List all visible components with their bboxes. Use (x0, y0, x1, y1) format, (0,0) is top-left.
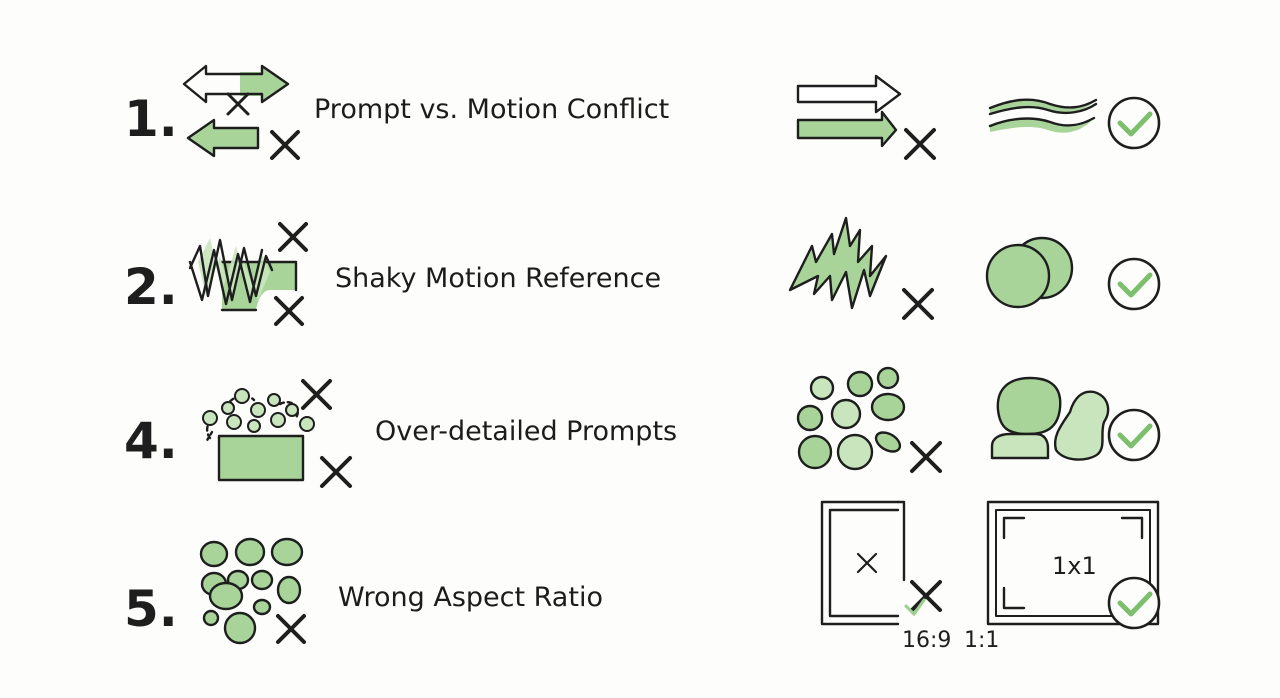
row-2-check-icon (1107, 257, 1161, 311)
row-4-simple-shapes-icon (990, 376, 1110, 461)
row-1-small-x-icon (226, 92, 250, 116)
row-2-number: 2. (124, 258, 178, 316)
row-5-wrong-frame-icon (820, 500, 906, 626)
row-1-check-icon (1107, 96, 1161, 150)
row-2-label: Shaky Motion Reference (335, 263, 662, 294)
row-5-faint-check-icon (904, 598, 926, 617)
row-5-check-icon (1107, 576, 1161, 630)
row-1-wrong-x-icon (904, 128, 936, 160)
row-5-correct-frame-icon (986, 500, 1160, 626)
row-5-number: 5. (124, 580, 178, 638)
row-1-x-icon (270, 130, 300, 160)
row-4-many-circles-icon (796, 366, 906, 471)
row-4-number: 4. (124, 412, 178, 470)
row-5-x-icon (276, 614, 306, 644)
row-2-x-icon-top (278, 222, 308, 252)
row-4-check-icon (1107, 408, 1161, 462)
row-1-conflict-arrows-icon (182, 64, 290, 158)
row-2-smooth-circles-icon (985, 236, 1074, 309)
row-1-parallel-arrows-icon (796, 74, 902, 148)
row-5-label: Wrong Aspect Ratio (338, 582, 603, 613)
caption-16-9: 16:9 (902, 628, 952, 653)
row-1-number: 1. (124, 90, 178, 148)
row-1-label: Prompt vs. Motion Conflict (314, 94, 670, 125)
row-2-jagged-shape-icon (788, 216, 888, 310)
row-4-overloaded-box-icon (202, 388, 315, 482)
row-4-wrong-x-icon (910, 441, 942, 473)
row-4-label: Over-detailed Prompts (375, 416, 678, 447)
row-5-blob-cluster-icon (199, 537, 304, 645)
row-2-wrong-x-icon (902, 288, 934, 320)
row-5-wrong-x-icon (910, 580, 942, 612)
row-1-smooth-waves-icon (988, 98, 1098, 133)
row-4-x-icon-bottom (320, 456, 352, 488)
caption-1-1: 1:1 (964, 628, 1000, 653)
row-2-x-icon-bottom (274, 296, 304, 326)
frame-inner-label: 1x1 (1052, 552, 1097, 580)
row-2-shaky-reference-icon (188, 238, 298, 312)
row-4-x-icon-top (301, 379, 332, 410)
